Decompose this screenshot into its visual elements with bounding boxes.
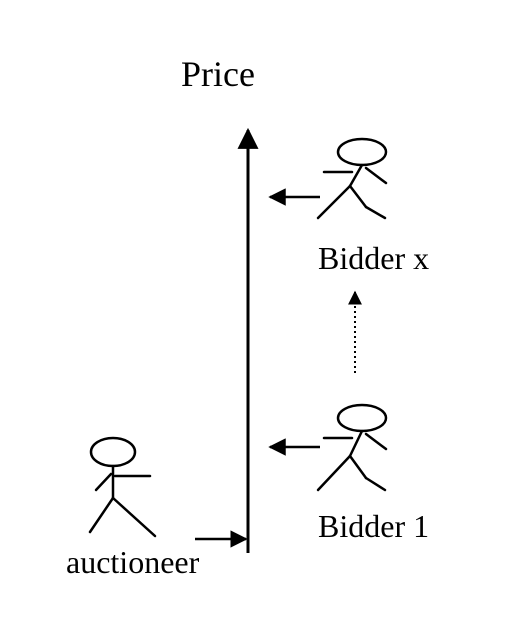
- price-axis-label: Price: [181, 54, 255, 94]
- auctioneer-label: auctioneer: [66, 544, 200, 580]
- bidder-1-label: Bidder 1: [318, 508, 430, 544]
- bidder-1-figure-icon: [316, 403, 388, 492]
- bidder-x-label: Bidder x: [318, 240, 430, 276]
- bidder-x-figure-icon: [316, 137, 388, 220]
- auctioneer-figure-icon: [88, 436, 157, 538]
